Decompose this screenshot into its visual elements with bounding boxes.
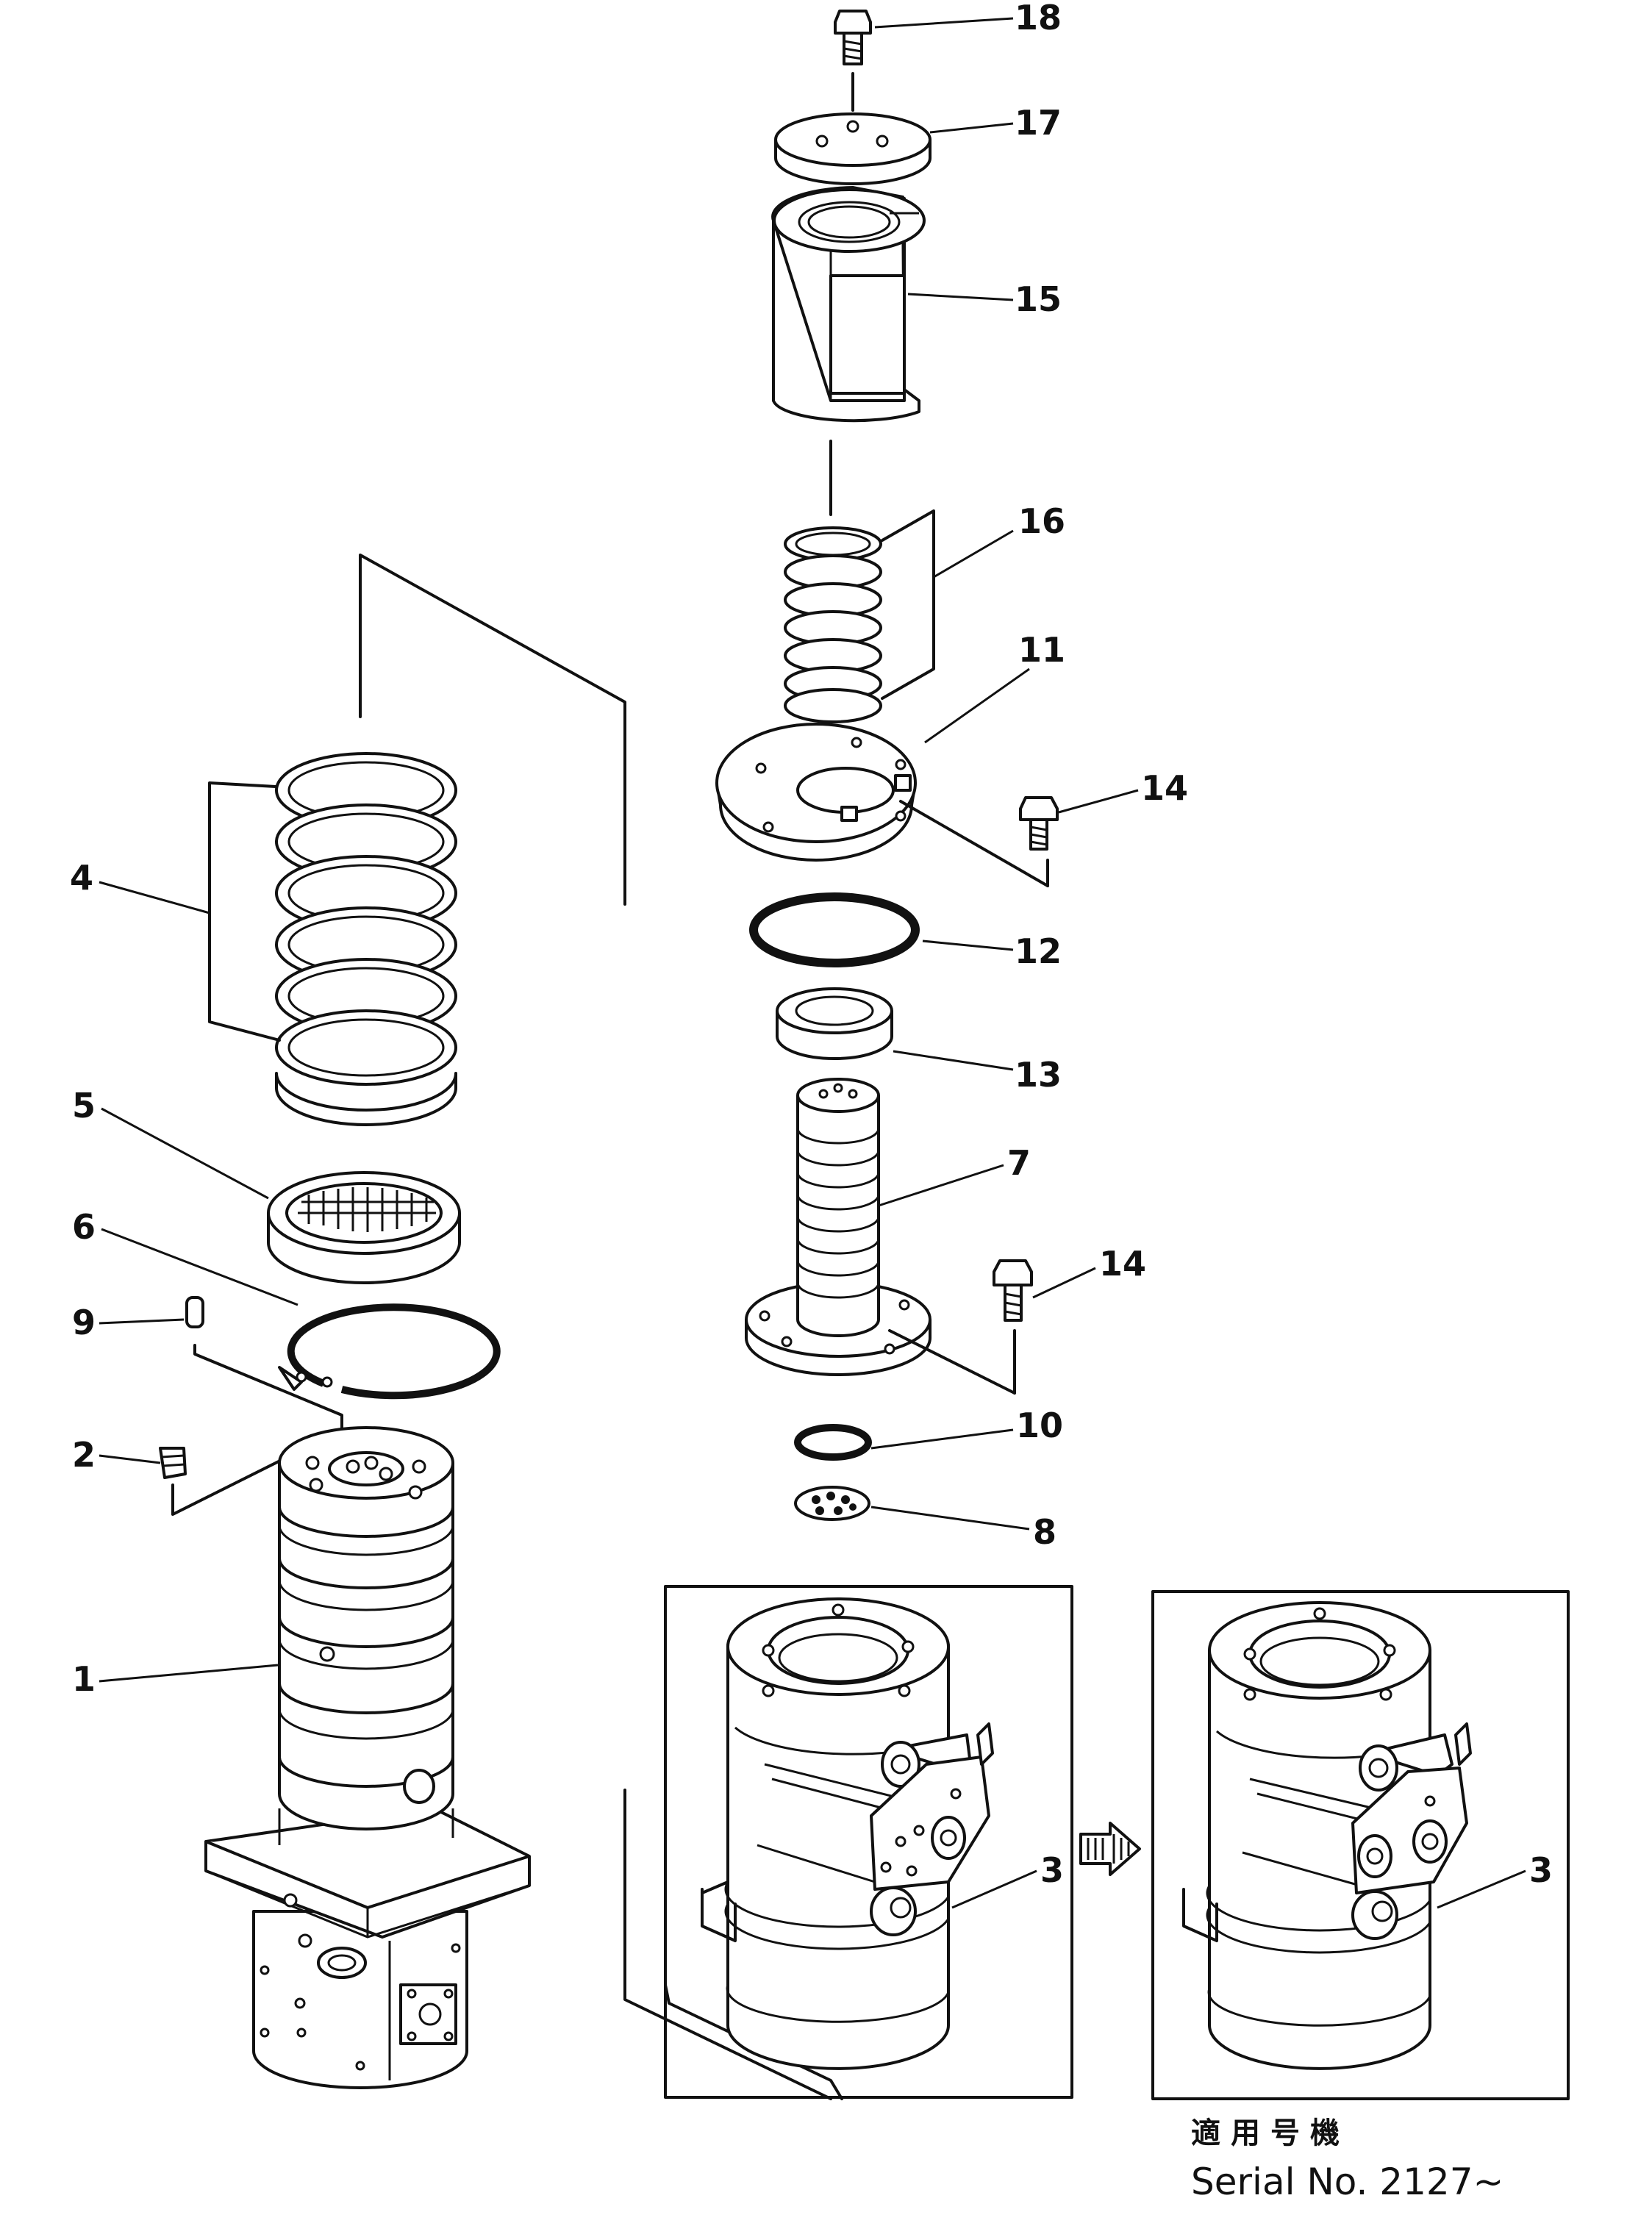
callout-3-left: 3 [1040, 1850, 1064, 1890]
part-13-bushing [776, 987, 893, 1060]
part-10-o-ring [794, 1424, 872, 1461]
part-5-bearing [267, 1171, 461, 1284]
callout-labels: 18 17 15 16 11 14 12 13 7 14 10 8 3 3 4 … [70, 0, 1553, 1890]
callout-13: 13 [1015, 1055, 1062, 1095]
part-3-housing-a [623, 1585, 1073, 2100]
part-8-filter-disc [794, 1486, 870, 1521]
callout-1: 1 [72, 1659, 96, 1699]
part-1-rotor [204, 1426, 531, 2089]
callout-7: 7 [1007, 1143, 1031, 1183]
part-7-spindle [745, 1078, 1016, 1395]
callout-5: 5 [72, 1086, 96, 1125]
callout-4: 4 [70, 858, 93, 898]
applicable-label: 適用号機 [1191, 2116, 1350, 2150]
part-14-bolt-upper [1019, 796, 1059, 887]
serial-number: Serial No. 2127~ [1191, 2161, 1503, 2203]
part-4-seal-rings [208, 554, 626, 1126]
part-9-pin [185, 1296, 343, 1439]
part-3-housing-b [1151, 1590, 1570, 2100]
callout-6: 6 [72, 1207, 96, 1247]
change-arrow [1079, 1822, 1141, 1876]
callout-8: 8 [1033, 1512, 1056, 1552]
part-16-seal-rings [784, 509, 935, 723]
part-15-housing [771, 186, 926, 516]
callout-15: 15 [1015, 279, 1062, 319]
part-17-cover [774, 112, 932, 185]
part-6-snap-ring [278, 1303, 501, 1400]
callout-14-lower: 14 [1099, 1244, 1146, 1284]
callout-3-right: 3 [1529, 1850, 1553, 1890]
callout-17: 17 [1015, 103, 1062, 143]
leader-lines [99, 17, 1526, 1909]
part-14-bolt-lower [993, 1259, 1033, 1395]
part-18-bolt [834, 10, 872, 112]
part-11-flange [715, 723, 1049, 887]
callout-12: 12 [1015, 931, 1062, 971]
callout-9: 9 [72, 1303, 96, 1342]
callout-16: 16 [1018, 501, 1065, 541]
callout-2: 2 [72, 1435, 96, 1475]
callout-11: 11 [1018, 630, 1065, 670]
callout-10: 10 [1016, 1406, 1063, 1445]
serial-note: 適用号機 Serial No. 2127~ [1191, 2116, 1503, 2203]
callout-14-upper: 14 [1141, 768, 1188, 808]
part-12-o-ring [749, 892, 920, 967]
callout-18: 18 [1015, 0, 1062, 37]
